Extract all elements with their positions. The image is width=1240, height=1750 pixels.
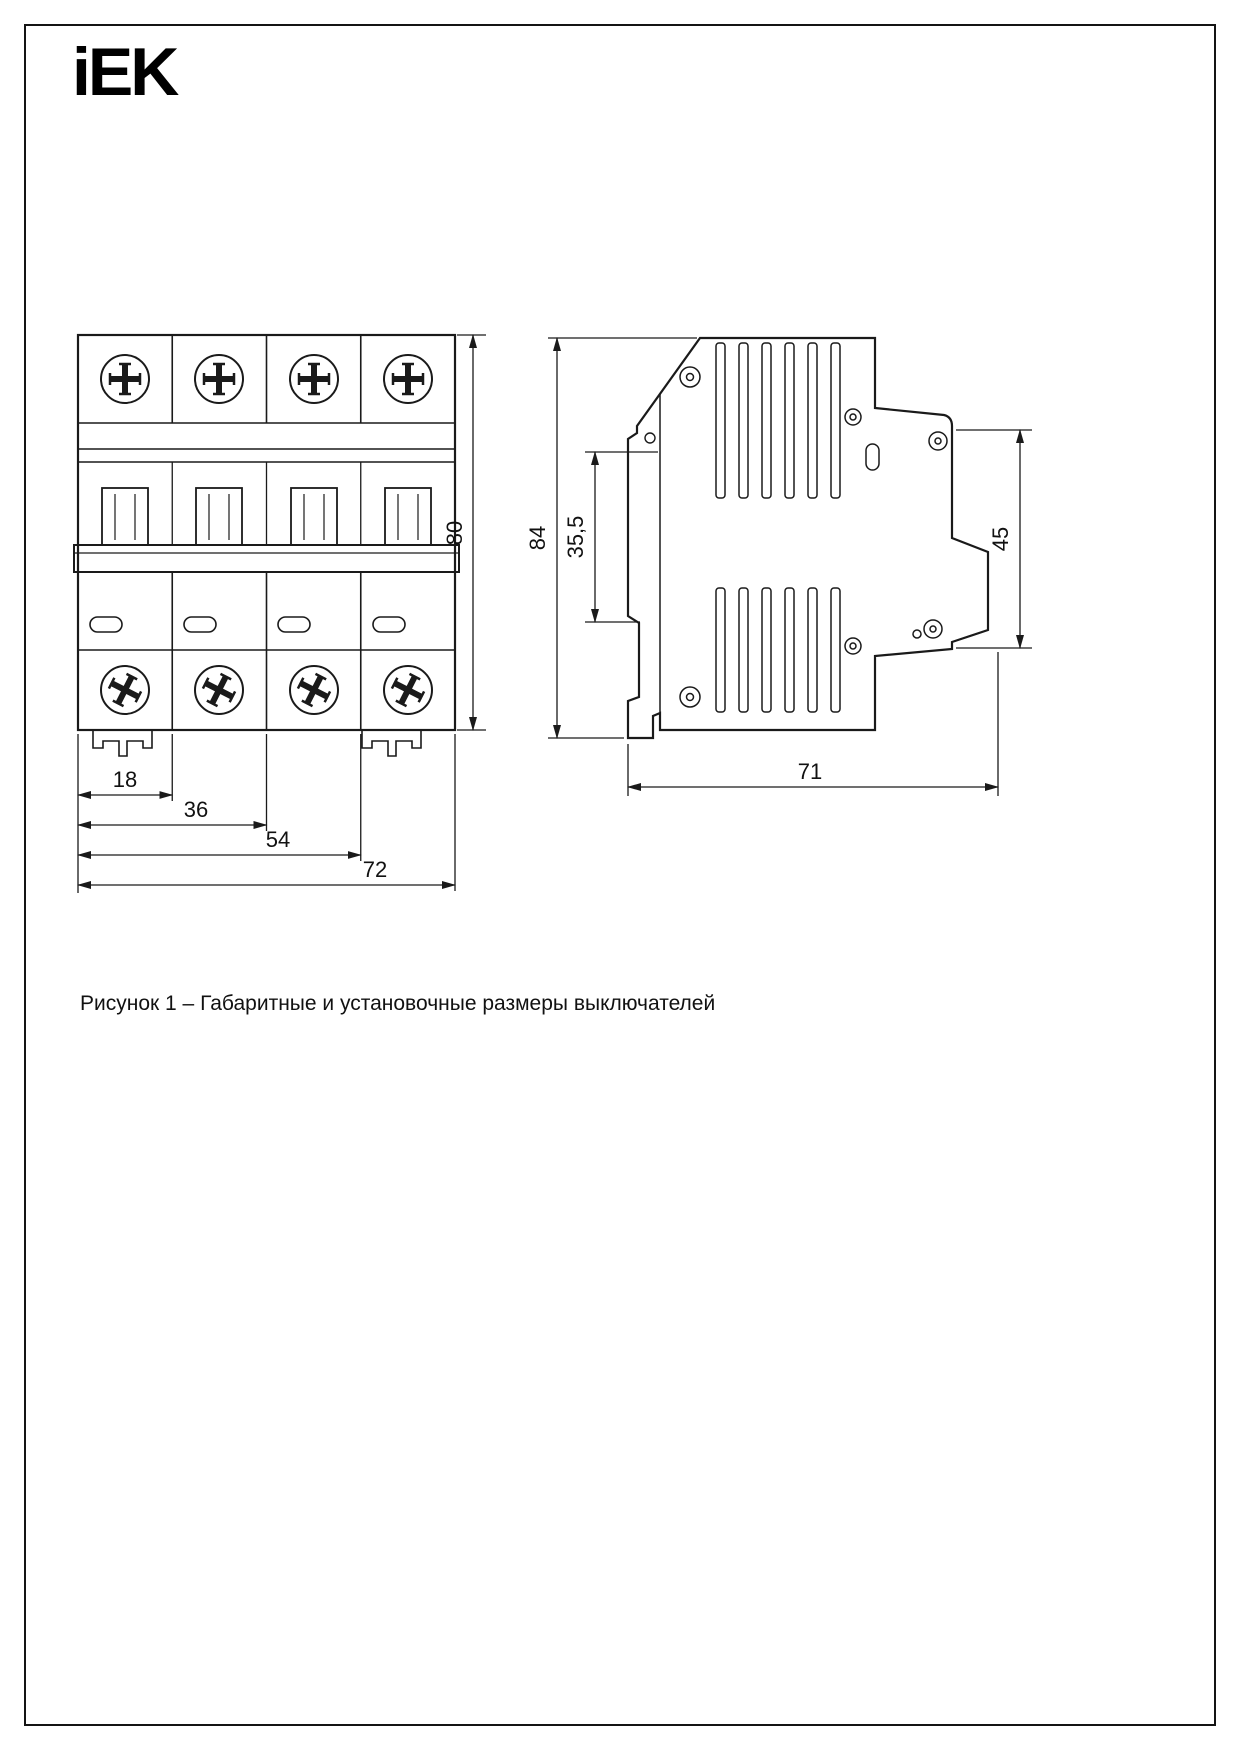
front-view xyxy=(73,333,460,757)
toggle-crossbar xyxy=(73,544,460,573)
dim-front-w4: 72 xyxy=(363,857,387,882)
figure-caption: Рисунок 1 – Габаритные и установочные ра… xyxy=(80,992,716,1015)
front-view-dimensions: 80 18 36 54 72 xyxy=(77,334,486,893)
dim-side-rail: 35,5 xyxy=(563,516,588,559)
dim-front-height: 80 xyxy=(442,521,467,545)
dim-front-w2: 36 xyxy=(184,797,208,822)
side-view xyxy=(626,336,990,740)
toggle-handles xyxy=(101,487,432,546)
dim-side-depth: 71 xyxy=(798,759,822,784)
dim-side-front: 45 xyxy=(988,527,1013,551)
dim-front-w3: 54 xyxy=(266,827,290,852)
indicator-windows xyxy=(89,616,406,633)
rivets xyxy=(679,366,948,708)
dim-front-w1: 18 xyxy=(113,767,137,792)
upper-fins xyxy=(715,342,841,499)
dim-side-height: 84 xyxy=(525,526,550,550)
lower-fins xyxy=(715,587,841,713)
din-clips xyxy=(92,730,422,757)
iek-logo: iEK xyxy=(72,34,179,110)
side-view-dimensions: 84 35,5 45 71 xyxy=(525,337,1032,796)
